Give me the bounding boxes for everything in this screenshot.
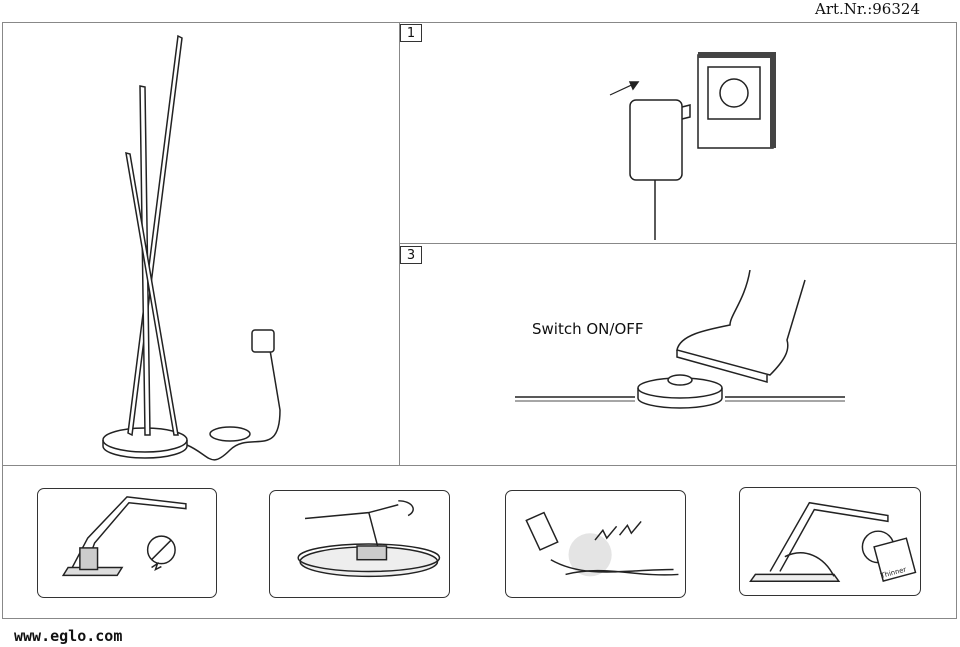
website-url[interactable]: www.eglo.com xyxy=(14,627,123,645)
divider xyxy=(399,22,400,466)
warning-no-screwdriver xyxy=(37,488,217,598)
warning-rotation xyxy=(269,490,450,598)
instruction-frame xyxy=(2,22,957,619)
step-number-1: 1 xyxy=(400,24,422,42)
article-number: Art.Nr.:96324 xyxy=(815,0,920,18)
foot-switch-illustration xyxy=(515,270,845,409)
step-number-3: 3 xyxy=(400,246,422,264)
divider xyxy=(399,243,957,244)
floor-lamp-illustration xyxy=(102,34,281,461)
plug-into-socket-illustration xyxy=(609,52,776,240)
divider xyxy=(2,465,957,466)
warning-damaged-cable xyxy=(505,490,686,598)
warning-no-thinner: Thinner xyxy=(739,487,921,596)
switch-on-off-label: Switch ON/OFF xyxy=(532,320,644,338)
